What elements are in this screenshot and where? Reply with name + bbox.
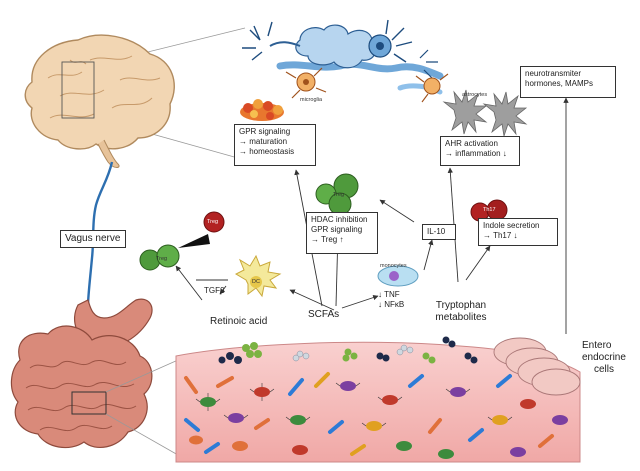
astrocytes-illustration [442, 89, 528, 137]
gut-illustration [10, 298, 153, 449]
brain-zoom-box [61, 61, 95, 119]
neurotransmitter-box: neurotransmiter hormones, MAMPs [520, 66, 616, 98]
gut-zoom-box [71, 391, 107, 415]
treg-cluster-top [315, 173, 359, 216]
ahr-activation-box: AHR activation → inflammation ↓ [440, 136, 520, 166]
dendritic-cell [234, 254, 282, 298]
microglia-label: microglia [300, 97, 323, 103]
dc-label: DC [252, 279, 260, 285]
indole-secretion-box: Indole secretion → Th17 ↓ [478, 218, 558, 246]
vagus-nerve-box: Vagus nerve [60, 230, 126, 248]
microglia-illustration [240, 67, 449, 121]
tgfb-label: TGFβ [204, 286, 225, 295]
hdac-inhibition-box: HDAC inhibition GPR signaling → Treg ↑ [306, 212, 378, 254]
il10-box: IL-10 [422, 224, 456, 240]
enteroendocrine-cells [493, 337, 581, 396]
treg-cluster-left [139, 244, 180, 271]
gpr-signaling-microglia-box: GPR signaling → maturation → homeostasis [234, 124, 316, 166]
treg-label-left: Treg [156, 256, 168, 262]
treg-label-top: Treg [333, 192, 345, 198]
tnf-nfkb-label: ↓ TNF ↓ NFκB [378, 290, 405, 309]
treg-label-red: Treg [207, 219, 219, 225]
scfas-label: SCFAs [308, 309, 340, 320]
gut-bacteria [184, 336, 568, 459]
monocyte [377, 265, 419, 287]
brain-illustration [24, 34, 175, 168]
astrocytes-label: astrocytes [462, 92, 488, 98]
gut-zoom-lines [105, 359, 179, 456]
monocytes-label: monocytes [380, 263, 407, 269]
neurons-illustration [242, 19, 444, 95]
th17-cluster-right [470, 199, 508, 222]
tryptophan-metabolites-label: Tryptophan metabolites [435, 300, 487, 323]
enteroendocrine-label: Entero endocrine cells [582, 340, 626, 375]
th17-cells-left [178, 211, 225, 248]
th17-label: Th17 [483, 207, 496, 213]
retinoic-acid-label: Retinoic acid [210, 316, 268, 327]
